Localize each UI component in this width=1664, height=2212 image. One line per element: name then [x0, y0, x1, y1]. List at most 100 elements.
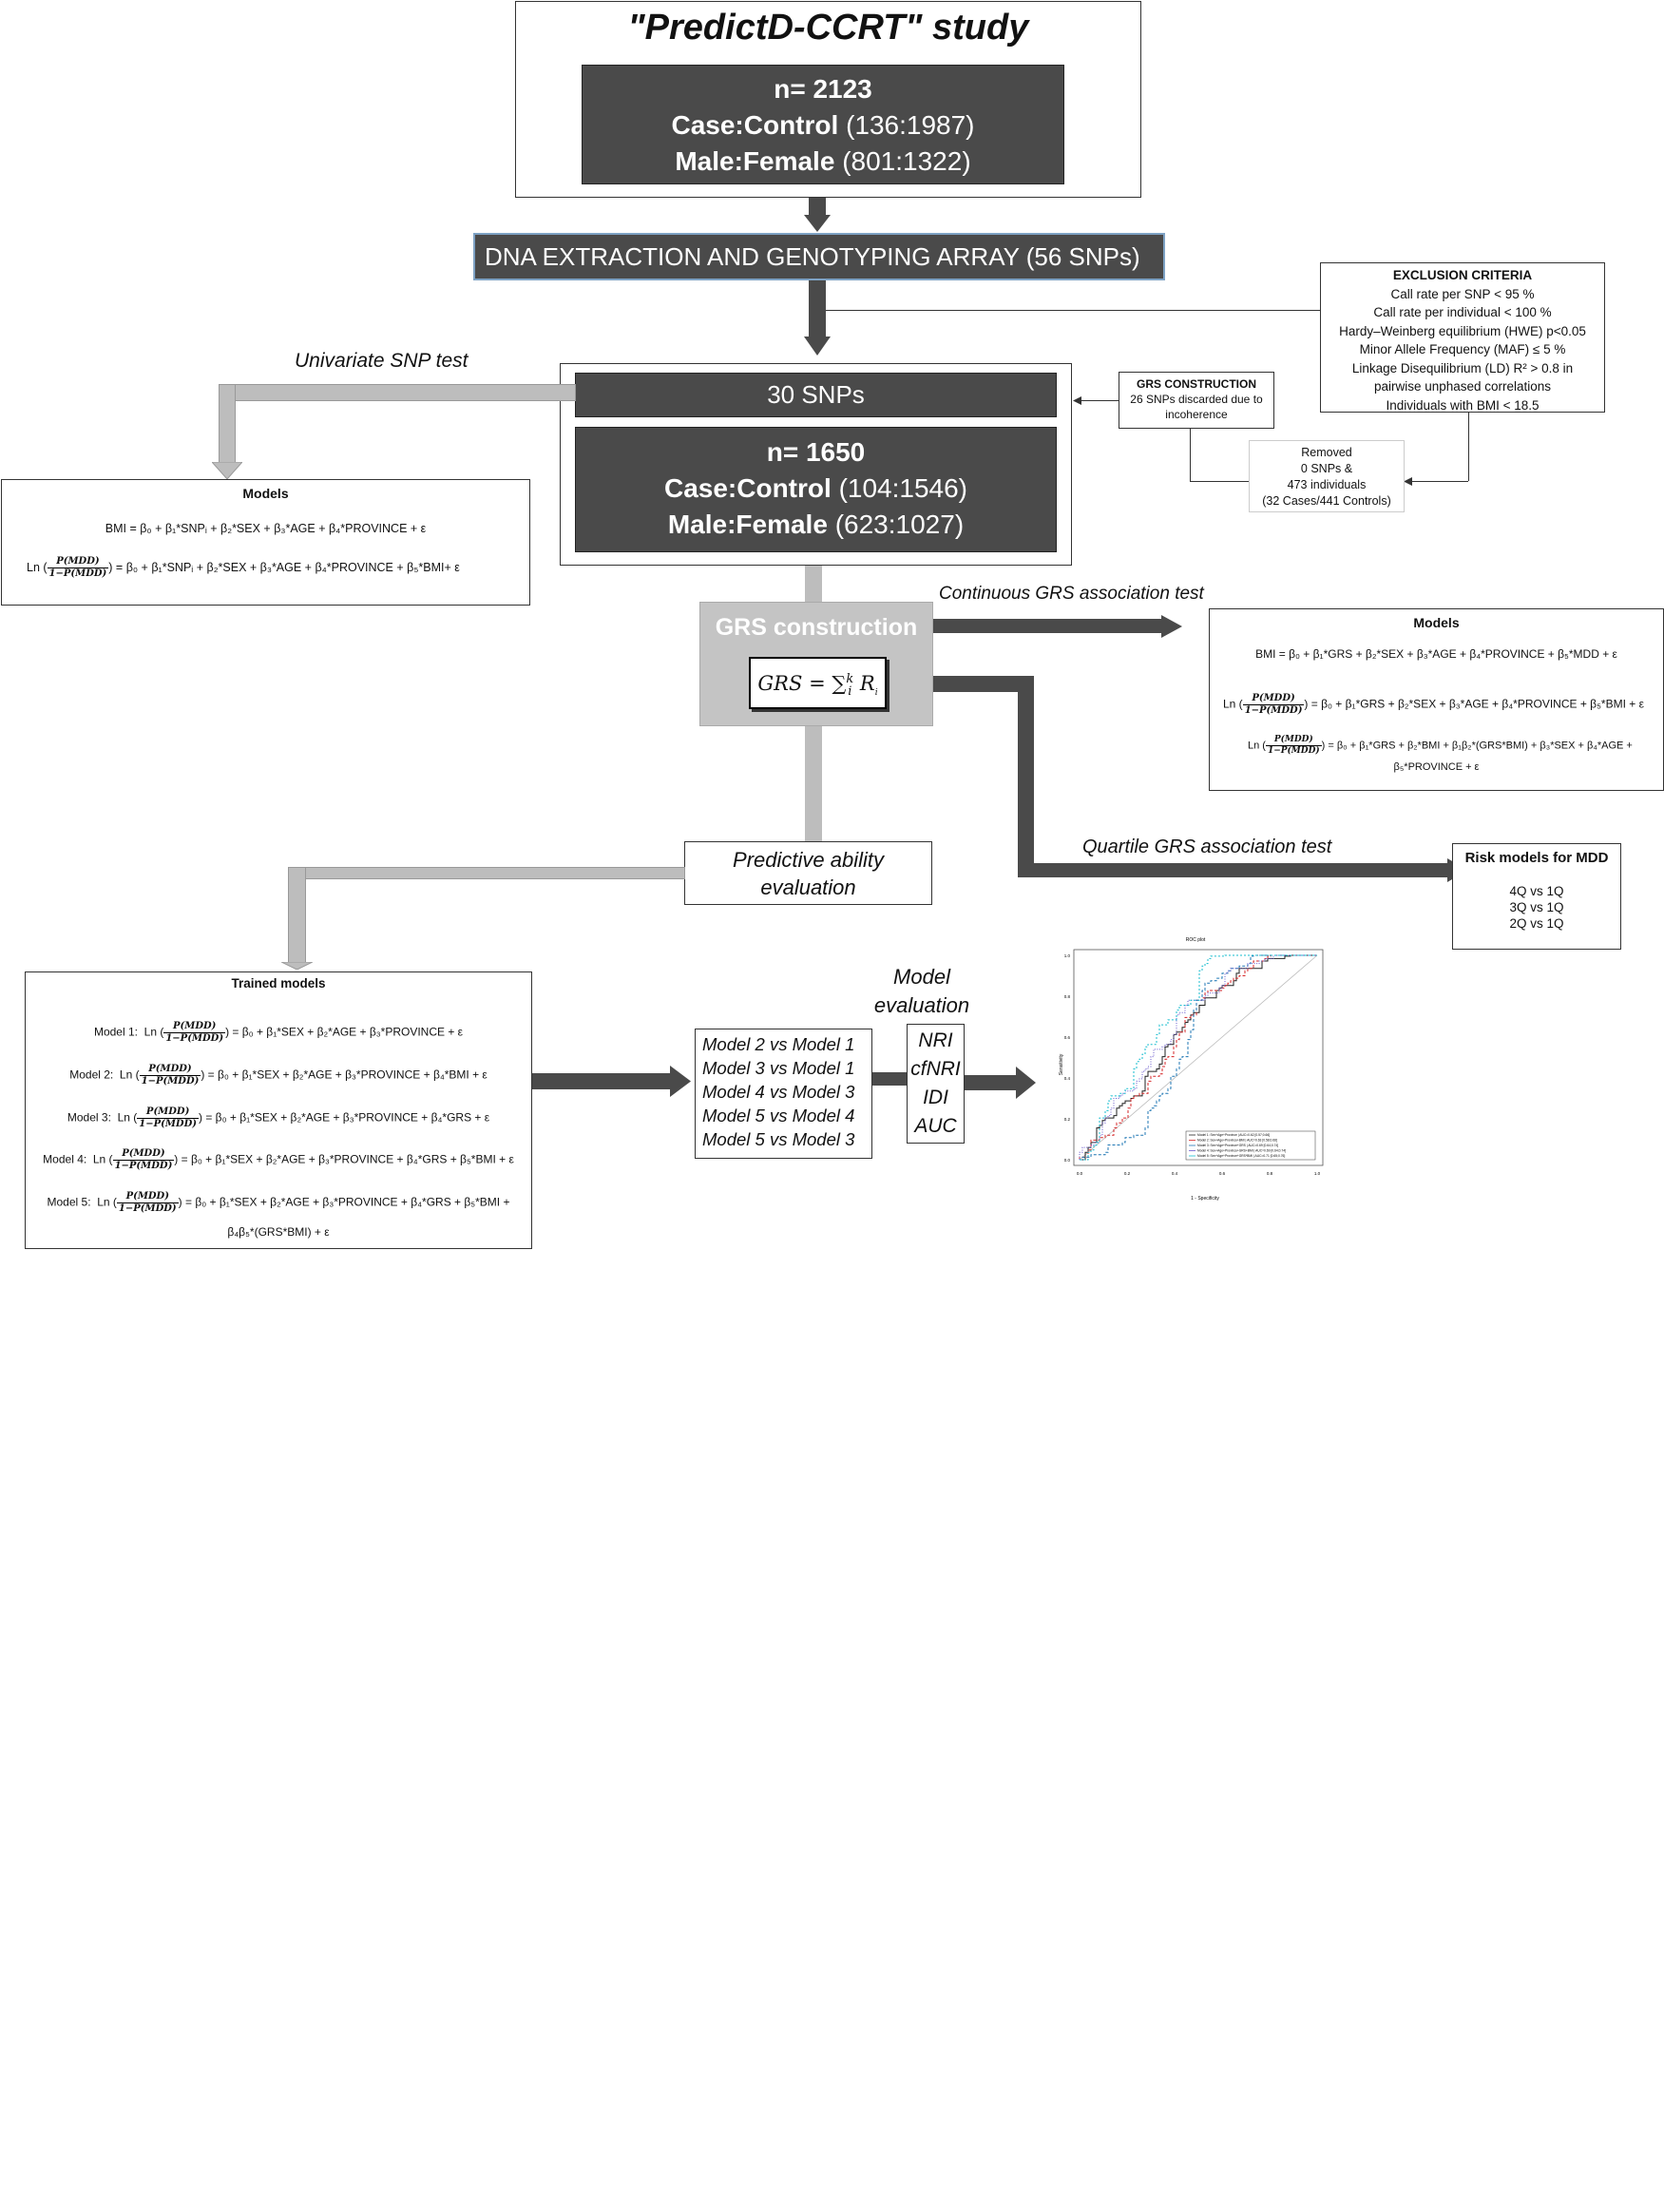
snps-bar: 30 SNPs — [575, 373, 1057, 417]
roc-legend-entry: Model 2: Sex+Age+Province+BMI | AUC=0.63… — [1197, 1139, 1277, 1143]
roc-svg: ROC plot Sensitivity 1 - Specificity 0.0… — [1059, 937, 1324, 1202]
note-to-removed-h — [1190, 481, 1249, 482]
predictive-line2: evaluation — [760, 875, 856, 899]
roc-xtick: 0.4 — [1172, 1171, 1178, 1176]
models-right-eq1: BMI = β₀ + β₁*GRS + β₂*SEX + β₃*AGE + β₄… — [1255, 647, 1617, 661]
exclusion-item: Individuals with BMI < 18.5 — [1386, 397, 1540, 413]
metrics-box: NRI cfNRI IDI AUC — [907, 1024, 965, 1144]
models-left-title: Models — [242, 486, 289, 501]
grs-construction-note-box: GRS CONSTRUCTION 26 SNPs discarded due t… — [1119, 372, 1274, 429]
trained-models-box: Trained models Model 1: Ln (P(MDD)1−P(MD… — [25, 971, 532, 1249]
comparison-item: Model 5 vs Model 3 — [702, 1129, 855, 1149]
removed-line: 473 individuals — [1287, 478, 1367, 491]
metric-item: AUC — [914, 1115, 957, 1137]
study-title: "PredictD-CCRT" study — [627, 8, 1029, 48]
trained-to-comparisons-arrowhead — [670, 1066, 691, 1097]
removed-line: Removed — [1301, 446, 1352, 459]
grs-to-predictive-connector — [805, 726, 822, 841]
risk-item: 4Q vs 1Q — [1509, 884, 1564, 898]
study-male-female: Male:Female (801:1322) — [675, 146, 971, 176]
roc-xtick: 0.6 — [1219, 1171, 1226, 1176]
roc-legend-entry: Model 4: Sex+Age+Province+GRS+BMI | AUC=… — [1197, 1149, 1286, 1153]
snps-label: 30 SNPs — [767, 380, 865, 409]
arrowhead-study-to-dna — [804, 215, 831, 232]
exclusion-item: pairwise unphased correlations — [1373, 379, 1552, 394]
study-box: "PredictD-CCRT" study n= 2123 Case:Contr… — [515, 1, 1141, 198]
metrics-to-roc-shaft — [965, 1075, 1018, 1090]
risk-models-box: Risk models for MDD 4Q vs 1Q 3Q vs 1Q 2Q… — [1452, 843, 1621, 950]
exclusion-criteria-box: EXCLUSION CRITERIA Call rate per SNP < 9… — [1320, 262, 1605, 413]
removed-line: (32 Cases/441 Controls) — [1262, 494, 1391, 508]
grs-note-text2: incoherence — [1165, 408, 1228, 421]
roc-curve-m4 — [1079, 954, 1317, 1160]
roc-xtick: 1.0 — [1314, 1171, 1321, 1176]
probability-fraction: P(MDD)1−P(MDD) — [112, 1148, 175, 1171]
risk-item: 2Q vs 1Q — [1509, 916, 1564, 931]
continuous-arrowhead — [1161, 615, 1182, 638]
roc-ytick: 0.0 — [1064, 1158, 1071, 1163]
roc-ytick: 1.0 — [1064, 953, 1071, 958]
roc-curve-m5 — [1080, 954, 1317, 1161]
roc-plot: ROC plot Sensitivity 1 - Specificity 0.0… — [1053, 932, 1338, 1207]
models-left-eq2: Ln (P(MDD)1−P(MDD)) = β₀ + β₁*SNPᵢ + β₂*… — [27, 556, 460, 579]
roc-xtick: 0.8 — [1267, 1171, 1273, 1176]
comparisons-to-metrics-shaft — [872, 1072, 907, 1086]
arrow-study-to-dna — [809, 198, 826, 217]
models-left-eq1: BMI = β₀ + β₁*SNPᵢ + β₂*SEX + β₃*AGE + β… — [105, 522, 427, 535]
models-right-box: Models BMI = β₀ + β₁*GRS + β₂*SEX + β₃*A… — [1209, 608, 1664, 791]
quartile-arrow-v — [1018, 676, 1034, 877]
continuous-label: Continuous GRS association test — [939, 584, 1204, 604]
quartile-label: Quartile GRS association test — [1082, 837, 1332, 857]
predictive-arrowhead-tip — [281, 962, 313, 970]
probability-fraction: P(MDD)1−P(MDD) — [139, 1064, 201, 1087]
metric-item: IDI — [923, 1087, 948, 1108]
study-case-control: Case:Control (136:1987) — [671, 110, 975, 140]
univariate-arrowhead — [212, 462, 242, 479]
study-summary-panel: n= 2123 Case:Control (136:1987) Male:Fem… — [582, 65, 1064, 184]
exclusion-to-removed-h — [1410, 481, 1468, 482]
models-right-eq2: Ln (P(MDD)1−P(MDD)) = β₀ + β₁*GRS + β₂*S… — [1223, 693, 1644, 716]
roc-frame — [1073, 949, 1324, 1166]
risk-item: 3Q vs 1Q — [1509, 900, 1564, 914]
trained-title: Trained models — [231, 976, 326, 991]
roc-curve-m3 — [1080, 954, 1317, 1161]
models-left-box: Models BMI = β₀ + β₁*SNPᵢ + β₂*SEX + β₃*… — [1, 479, 530, 606]
comparison-item: Model 4 vs Model 3 — [702, 1082, 855, 1102]
roc-xtick: 0.2 — [1124, 1171, 1131, 1176]
predictive-arrow-h — [288, 867, 685, 879]
exclusion-arrowhead — [1404, 477, 1412, 486]
probability-fraction: P(MDD)1−P(MDD) — [137, 1106, 199, 1129]
trained-model-5: Model 5: Ln (P(MDD)1−P(MDD)) = β₀ + β₁*S… — [47, 1191, 510, 1214]
exclusion-item: Call rate per SNP < 95 % — [1390, 286, 1535, 301]
univariate-arrow-v — [219, 384, 236, 464]
roc-legend-entry: Model 1: Sex+Age+Province | AUC=0.62 [0.… — [1197, 1133, 1270, 1137]
grs-note-arrow-line — [1080, 400, 1119, 401]
predictive-arrow-v — [288, 867, 306, 964]
study-n: n= 2123 — [774, 74, 872, 104]
exclusion-item: Linkage Disequilibrium (LD) R² > 0.8 in — [1351, 360, 1574, 375]
roc-legend-entry: Model 5: Sex+Age+Province+GRS*BMI | AUC=… — [1197, 1154, 1285, 1158]
sample-summary-panel: n= 1650 Case:Control (104:1546) Male:Fem… — [575, 427, 1057, 552]
grs-note-arrowhead — [1073, 396, 1081, 405]
roc-diagonal — [1079, 954, 1318, 1161]
roc-ylabel: Sensitivity — [1059, 1053, 1064, 1075]
roc-xtick: 0.0 — [1077, 1171, 1083, 1176]
univariate-arrow-h — [219, 384, 576, 401]
models-right-eq3: Ln (P(MDD)1−P(MDD)) = β₀ + β₁*GRS + β₂*B… — [1248, 735, 1633, 756]
removed-line: 0 SNPs & — [1300, 462, 1353, 475]
snps-to-grs-connector — [805, 566, 822, 602]
roc-curve-m1 — [1080, 954, 1317, 1161]
exclusion-item: Minor Allele Frequency (MAF) ≤ 5 % — [1359, 342, 1566, 356]
predictive-line1: Predictive ability — [733, 848, 884, 872]
comparison-item: Model 3 vs Model 1 — [702, 1058, 855, 1078]
trained-model-2: Model 2: Ln (P(MDD)1−P(MDD)) = β₀ + β₁*S… — [69, 1064, 488, 1087]
predictive-ability-box: Predictive ability evaluation — [684, 841, 932, 905]
roc-curve-m2 — [1079, 954, 1317, 1160]
exclusion-item: Call rate per individual < 100 % — [1373, 305, 1552, 319]
probability-fraction: P(MDD)1−P(MDD) — [1265, 735, 1322, 756]
arrow-dna-to-snps — [809, 280, 826, 338]
sample-male-female: Male:Female (623:1027) — [667, 510, 965, 539]
roc-legend — [1185, 1130, 1316, 1161]
